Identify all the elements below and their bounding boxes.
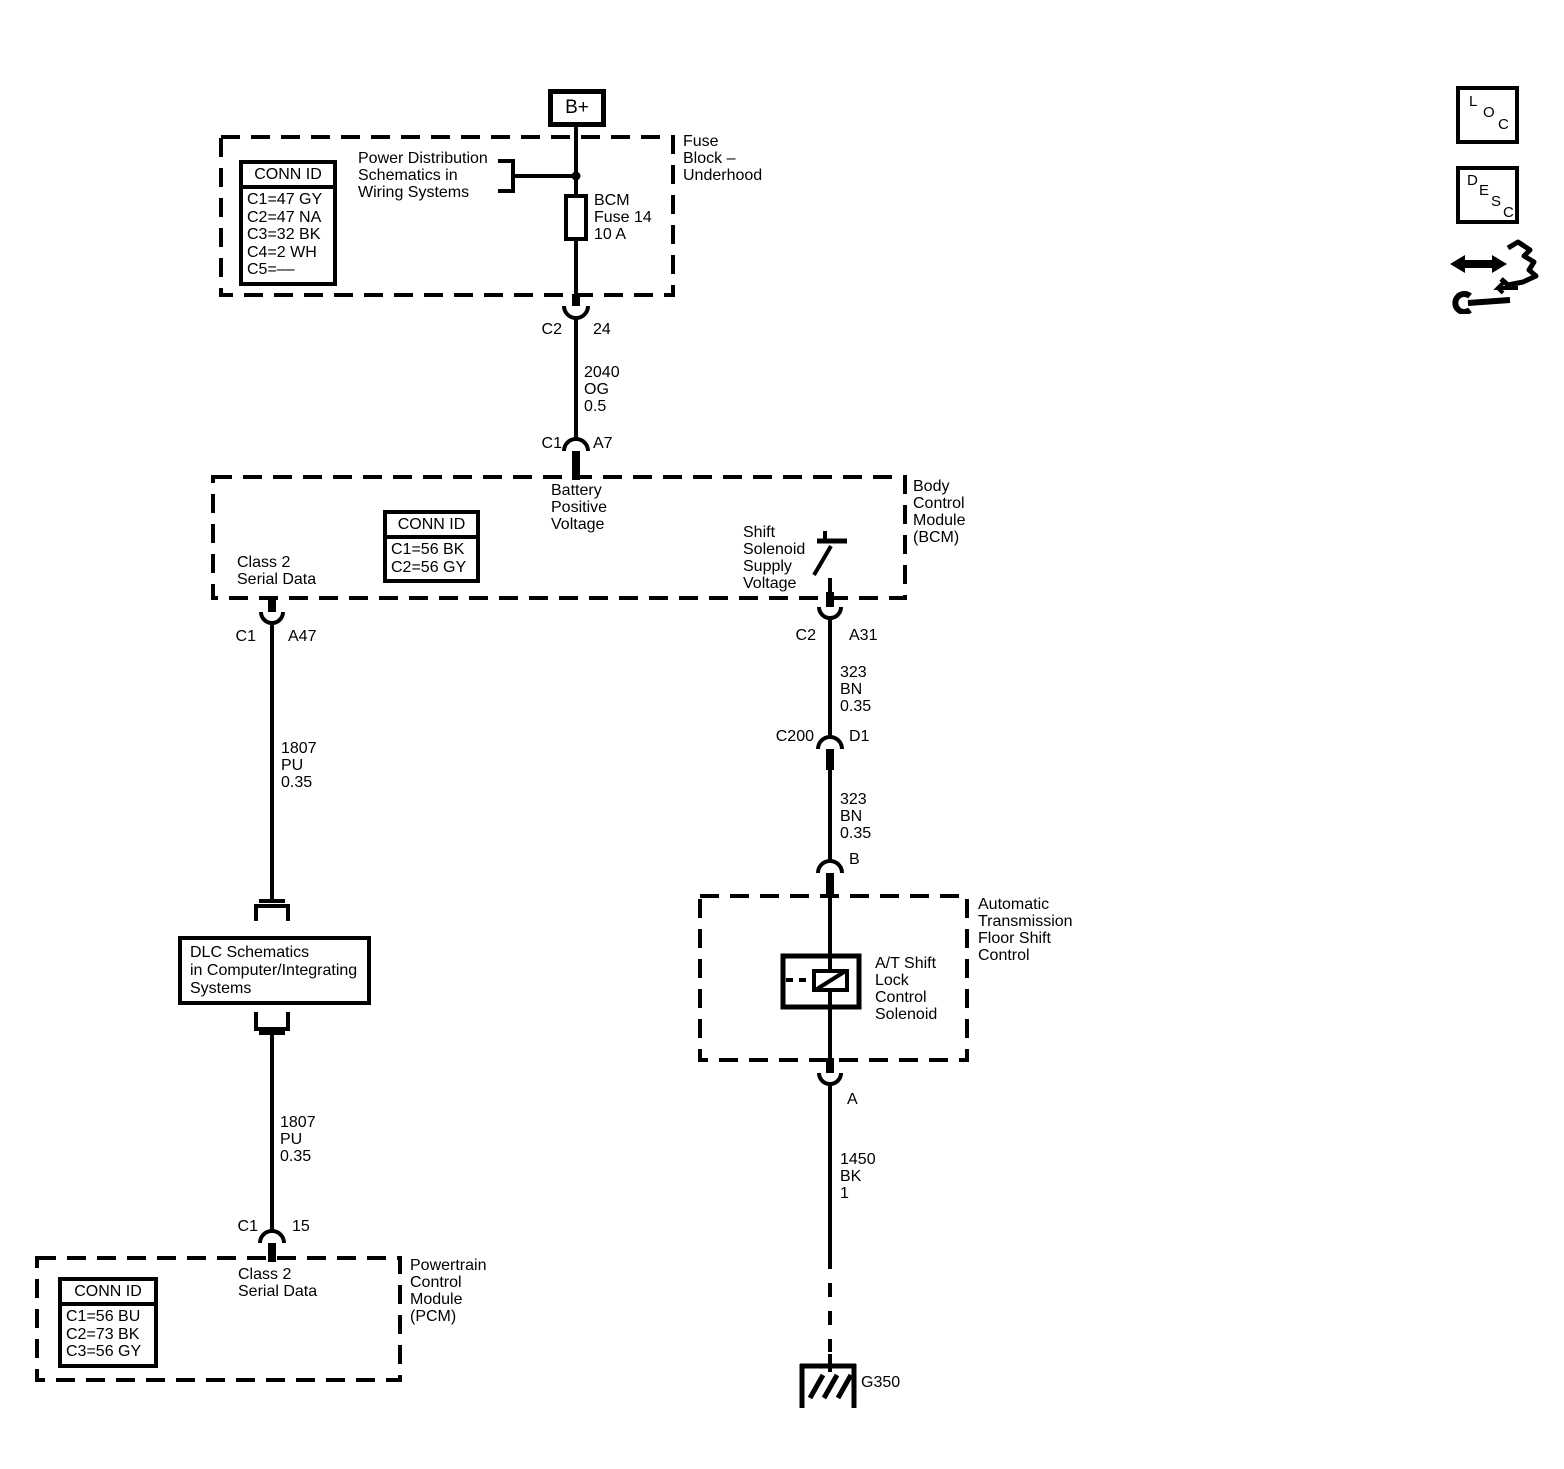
conn-id-row: C3=32 BK	[247, 226, 321, 243]
offpage-bracket-bottom	[254, 1012, 290, 1031]
conn-id-row: C4=2 WH	[247, 243, 317, 261]
conn-id-header: CONN ID	[387, 514, 476, 539]
connector-pin-label: 24	[593, 321, 611, 338]
wire-label-1807-lower: 1807 PU 0.35	[280, 1114, 316, 1165]
conn-id-row: C2=56 GY	[391, 558, 467, 576]
solenoid-symbol	[780, 896, 862, 1058]
service-info-arrow-wrench-icon[interactable]	[1446, 238, 1542, 314]
hook-arrow	[1493, 281, 1518, 295]
conn-id-row: C1=56 BK	[391, 541, 465, 558]
fuse-label: BCM Fuse 14 10 A	[594, 192, 652, 243]
connector-symbol-c200-d1	[816, 735, 844, 750]
conn-id-row: C5=––	[247, 261, 295, 278]
connector-pin-label: A47	[288, 628, 317, 645]
wrench-icon	[1452, 291, 1511, 314]
pcm-outline	[35, 1256, 402, 1382]
conn-id-header: CONN ID	[62, 1281, 154, 1306]
connector-pin-label: C2	[541, 321, 562, 338]
pcm-title: Powertrain Control Module (PCM)	[410, 1257, 487, 1325]
connector-pin-label: 15	[292, 1218, 310, 1235]
class2-data-wire	[254, 598, 290, 1262]
connector-pin-label: A	[847, 1091, 858, 1108]
fuse-block-outline	[219, 135, 675, 297]
bcm-conn-id-table: CONN ID C1=56 BK C2=56 GY	[383, 510, 480, 583]
ground-label: G350	[861, 1374, 901, 1391]
bcm-title: Body Control Module (BCM)	[913, 478, 966, 546]
pcm-conn-id-table: CONN ID C1=56 BU C2=73 BK C3=56 GY	[58, 1277, 158, 1368]
connector-pin-label: C2	[795, 627, 816, 644]
wire-label-2040: 2040 OG 0.5	[584, 364, 620, 415]
solenoid-label: A/T Shift Lock Control Solenoid	[875, 955, 938, 1023]
connector-pin-label: B	[849, 851, 860, 868]
connector-pin-label: D1	[849, 728, 870, 745]
connector-pin-label: C200	[775, 728, 814, 745]
solenoid-supply-wire	[816, 592, 844, 897]
connector-symbol-c1-a7	[562, 437, 590, 480]
wire-label-1450: 1450 BK 1	[840, 1151, 876, 1202]
double-arrow-icon	[1450, 255, 1507, 273]
shift-solenoid-supply-label: Shift Solenoid Supply Voltage	[743, 524, 806, 592]
class2-serial-data-label: Class 2 Serial Data	[237, 554, 317, 588]
driver-switch-symbol	[812, 531, 847, 594]
connector-pin-label: C1	[235, 628, 256, 645]
wire-label-1807-upper: 1807 PU 0.35	[281, 740, 317, 791]
wire-label-323-upper: 323 BN 0.35	[840, 664, 872, 715]
conn-id-row: C1=56 BU	[66, 1308, 141, 1325]
conn-id-row: C1=47 GY	[247, 191, 323, 208]
fuse-symbol	[564, 194, 588, 241]
outline-shape	[1499, 239, 1539, 288]
junction-dot	[571, 171, 581, 181]
power-distribution-note: Power Distribution Schematics in Wiring …	[358, 150, 488, 201]
connector-symbol-c2-24	[562, 294, 590, 439]
offpage-bracket-top	[254, 904, 290, 921]
conn-id-row: C3=56 GY	[66, 1343, 142, 1360]
connector-pin-label: A7	[593, 435, 613, 452]
desc-button[interactable]: D E S C	[1456, 166, 1519, 224]
at-shift-control-outline	[698, 894, 969, 1062]
loc-button[interactable]: L O C	[1456, 86, 1519, 144]
conn-id-row: C2=73 BK	[66, 1325, 140, 1343]
connector-pin-label: A31	[849, 627, 878, 644]
battery-positive-voltage-label: Battery Positive Voltage	[551, 482, 608, 533]
battery-positive-node: B+	[548, 89, 606, 127]
at-shift-control-title: Automatic Transmission Floor Shift Contr…	[978, 896, 1073, 964]
ground-wire	[817, 1058, 843, 1372]
conn-id-row: C2=47 NA	[247, 208, 322, 226]
connector-pin-label: C1	[237, 1218, 258, 1235]
reference-bracket	[498, 159, 515, 193]
fuse-block-title: Fuse Block – Underhood	[683, 133, 763, 184]
dlc-schematics-reference: DLC Schematics in Computer/Integrating S…	[178, 936, 371, 1005]
conn-id-header: CONN ID	[243, 164, 333, 189]
connector-symbol-b	[816, 859, 844, 874]
fuse-block-conn-id-table: CONN ID C1=47 GY C2=47 NA C3=32 BK C4=2 …	[239, 160, 337, 286]
connector-pin-label: C1	[541, 435, 562, 452]
bcm-outline	[211, 475, 907, 600]
wire-label-323-lower: 323 BN 0.35	[840, 791, 872, 842]
ground-symbol	[799, 1363, 857, 1408]
pcm-class2-label: Class 2 Serial Data	[238, 1266, 318, 1300]
